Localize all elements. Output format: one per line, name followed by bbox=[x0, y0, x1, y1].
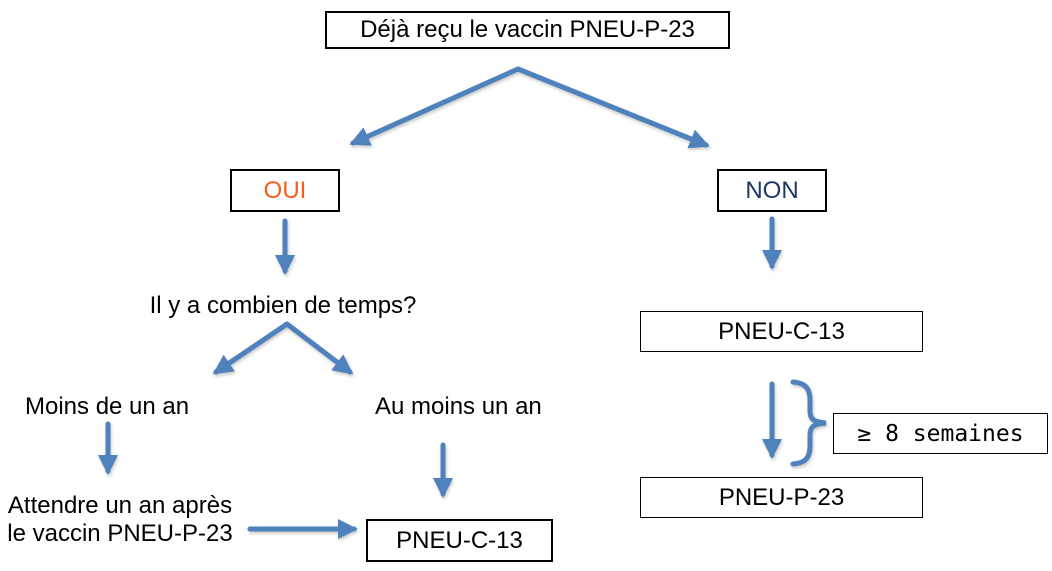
pneu-c13-left-box: PNEU-C-13 bbox=[366, 519, 553, 562]
arrow-root-to-oui bbox=[349, 66, 521, 146]
question-label: Il y a combien de temps? bbox=[149, 292, 417, 319]
interval-8-weeks-box: ≥ 8 semaines bbox=[833, 413, 1048, 454]
pneu-p23-result-box: PNEU-P-23 bbox=[640, 477, 923, 518]
root-question-box: Déjà reçu le vaccin PNEU-P-23 bbox=[325, 11, 730, 49]
option-less-than-one-year-label: Moins de un an bbox=[25, 393, 190, 420]
arrow-root-to-non bbox=[515, 66, 710, 149]
wait-one-year-note: Attendre un an après le vaccin PNEU-P-23 bbox=[4, 492, 236, 548]
branch-non-box: NON bbox=[717, 169, 827, 212]
option-at-least-one-year-label: Au moins un an bbox=[375, 393, 542, 420]
wait-note-line2: le vaccin PNEU-P-23 bbox=[7, 520, 233, 547]
pneu-c13-right-box: PNEU-C-13 bbox=[640, 311, 923, 352]
wait-note-line1: Attendre un an après bbox=[7, 492, 233, 519]
arrow-question-to-less bbox=[212, 321, 290, 375]
interval-brace bbox=[790, 379, 827, 467]
arrow-question-to-atleast bbox=[284, 321, 354, 375]
branch-oui-box: OUI bbox=[230, 169, 340, 212]
